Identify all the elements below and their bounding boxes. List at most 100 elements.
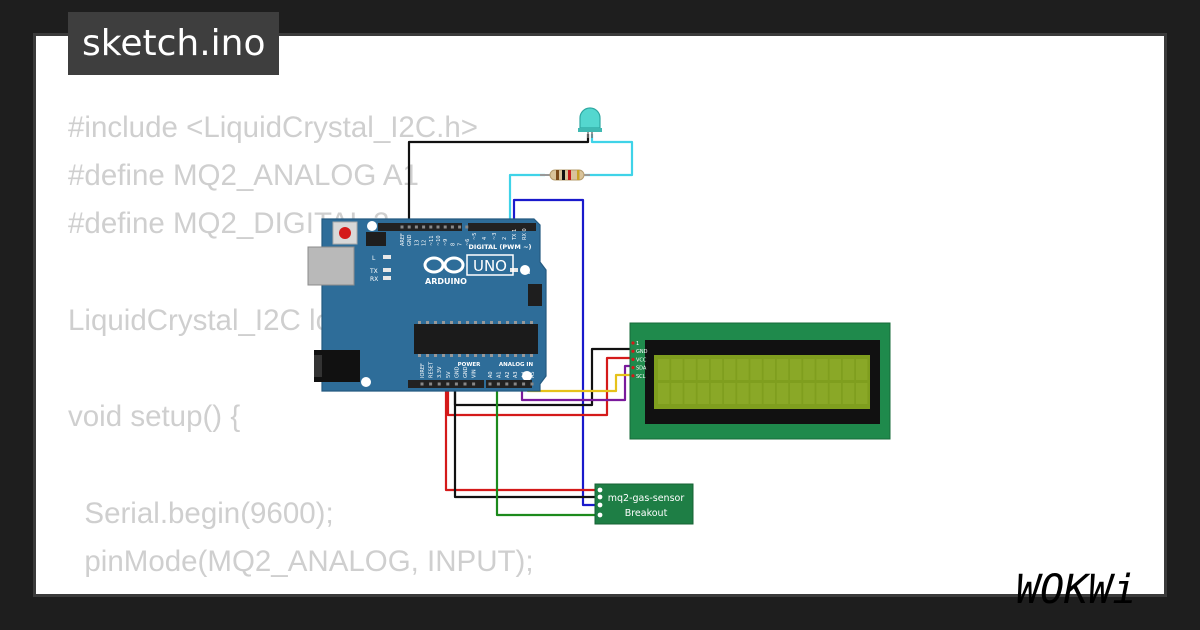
lcd-cell (790, 383, 802, 404)
code-line: Serial.begin(9600); (68, 496, 334, 530)
code-line: #define MQ2_ANALOG A1 (68, 159, 419, 193)
pin-label: 12 (422, 240, 428, 246)
pin-label: A3 (513, 371, 519, 378)
pin-label: 5V (446, 371, 452, 378)
header-pin (446, 382, 450, 386)
lcd-cell (856, 359, 868, 380)
lcd-pin-label: GND (636, 349, 648, 355)
wokwi-logo-text: WOKWi (1016, 567, 1136, 611)
wire-led-resistor (585, 134, 634, 177)
header-pin (407, 225, 411, 229)
mq2-gas-sensor: mq2-gas-sensor Breakout (594, 483, 694, 525)
pin-label: 4 (482, 237, 488, 240)
lcd-cell (763, 359, 775, 380)
lcd-cell (671, 359, 683, 380)
wire-lcd-vcc (446, 356, 632, 417)
header-pin (400, 225, 404, 229)
pin-label: RX 0 (522, 228, 528, 240)
l-led-label: L (372, 255, 376, 262)
wire-sensor-gnd (453, 386, 598, 499)
header-pin (472, 382, 476, 386)
header-pin (420, 382, 424, 386)
header-pin (522, 382, 526, 386)
lcd-cell (710, 383, 723, 404)
lcd-cell (658, 383, 670, 404)
lcd-cell (763, 383, 775, 404)
digital-header-label: DIGITAL (PWM ~) (469, 243, 532, 251)
lcd-cell (750, 383, 762, 404)
led-component (578, 107, 602, 138)
pin-label: ~11 (429, 235, 435, 246)
power-label: POWER (458, 362, 482, 368)
code-preview: #include <LiquidCrystal_I2C.h> #define MQ… (68, 104, 534, 594)
lcd-cell (816, 359, 828, 380)
header-pin (496, 382, 500, 386)
lcd-cell (803, 359, 815, 380)
lcd-cell (842, 359, 855, 380)
pin-label: 2 (502, 237, 508, 240)
header-pin (463, 382, 467, 386)
lcd-pin-label: 1 (636, 341, 639, 347)
header-pin (505, 382, 509, 386)
header-pin (465, 225, 469, 229)
pin-label: GND (463, 366, 469, 378)
sensor-subtitle: Breakout (625, 508, 668, 519)
header-pin (513, 382, 517, 386)
lcd-cell (737, 383, 749, 404)
lcd-pin (631, 366, 635, 370)
wire-sensor-analog (495, 386, 598, 517)
pin-label: ~10 (436, 235, 442, 246)
board-name: UNO (473, 257, 507, 275)
arduino-infinity-icon (423, 256, 465, 274)
code-line: #include <LiquidCrystal_I2C.h> (68, 111, 478, 144)
wire-resistor-pin (508, 173, 545, 226)
pin-label: ~6 (465, 239, 471, 246)
resistor-component (540, 169, 590, 181)
board-brand: ARDUINO (425, 277, 467, 286)
pin-label: ~5 (472, 233, 478, 240)
code-line: void setup() { (68, 400, 241, 434)
lcd-cell (776, 359, 789, 380)
lcd-pin (631, 349, 635, 353)
header-pin (454, 382, 458, 386)
lcd-pin-label: SDA (636, 366, 647, 372)
lcd-cell (697, 383, 709, 404)
header-pin (436, 225, 440, 229)
arduino-uno-board: UNO ARDUINO DIGITAL (PWM ~) POWER ANALOG… (307, 218, 547, 392)
pin-label: 13 (414, 240, 420, 246)
lcd-cell (697, 359, 709, 380)
lcd-cell (671, 383, 683, 404)
lcd-cell (724, 383, 736, 404)
lcd-cell (856, 383, 868, 404)
pin-label: A5 (530, 371, 536, 378)
wokwi-logo: WOKWi (1016, 567, 1136, 611)
pin-label: 7 (458, 243, 464, 246)
pin-label: 8 (450, 243, 456, 246)
tx-led-label: TX (369, 268, 378, 275)
pin-label: GND (407, 234, 413, 246)
header-pin (422, 225, 426, 229)
lcd-cell (684, 383, 696, 404)
lcd-cell (776, 383, 789, 404)
wire-lcd-sda (520, 364, 632, 402)
lcd-cell (790, 359, 802, 380)
lcd-cell (842, 383, 855, 404)
code-line: pinMode(MQ2_DIGITAL, INPUT); (68, 586, 534, 594)
header-pin (414, 225, 418, 229)
lcd-pin (631, 357, 635, 361)
header-pin (488, 382, 492, 386)
header-pin (429, 225, 433, 229)
header-pin (450, 225, 454, 229)
pin-label: A4 (522, 371, 528, 378)
header-pin (530, 382, 534, 386)
header-pin (437, 382, 441, 386)
header-pin (429, 382, 433, 386)
header-pin (443, 225, 447, 229)
sketch-filename: sketch.ino (68, 12, 280, 75)
analog-label: ANALOG IN (499, 362, 534, 368)
lcd-character-grid (658, 359, 868, 404)
